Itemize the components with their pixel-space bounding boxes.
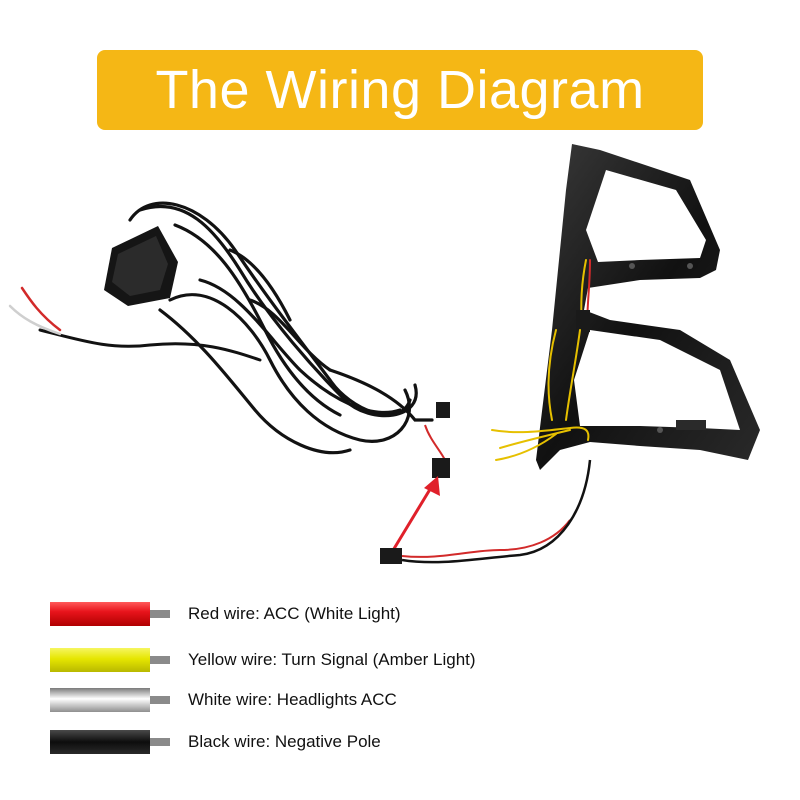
wire-swatch-black: [50, 730, 150, 754]
legend-item-black: Black wire: Negative Pole: [50, 728, 750, 758]
wire-legend: Red wire: ACC (White Light) Yellow wire:…: [50, 600, 750, 770]
page-title: The Wiring Diagram: [155, 60, 645, 120]
legend-label-yellow: Yellow wire: Turn Signal (Amber Light): [188, 650, 476, 669]
loose-wire-ends: [8, 286, 262, 362]
control-module: [104, 226, 178, 306]
wire-harness-coil: [128, 201, 434, 455]
wire-swatch-red: [50, 602, 150, 626]
wire-tip: [150, 738, 170, 746]
wiring-illustration: [8, 144, 760, 564]
wire-tip: [150, 610, 170, 618]
title-banner: The Wiring Diagram: [97, 50, 703, 130]
legend-label-red: Red wire: ACC (White Light): [188, 604, 401, 623]
legend-label-white: White wire: Headlights ACC: [188, 690, 397, 709]
legend-item-red: Red wire: ACC (White Light): [50, 600, 750, 630]
legend-item-yellow: Yellow wire: Turn Signal (Amber Light): [50, 646, 750, 676]
wire-tip: [150, 696, 170, 704]
wire-swatch-yellow: [50, 648, 150, 672]
connector-lower: [380, 459, 592, 564]
legend-item-white: White wire: Headlights ACC: [50, 686, 750, 716]
wire-swatch-white: [50, 688, 150, 712]
legend-label-black: Black wire: Negative Pole: [188, 732, 381, 751]
bracket-wires: [491, 259, 591, 461]
fog-light-bracket: [536, 144, 760, 470]
connector-upper: [424, 402, 450, 478]
wire-tip: [150, 656, 170, 664]
connection-arrow: [390, 476, 440, 553]
